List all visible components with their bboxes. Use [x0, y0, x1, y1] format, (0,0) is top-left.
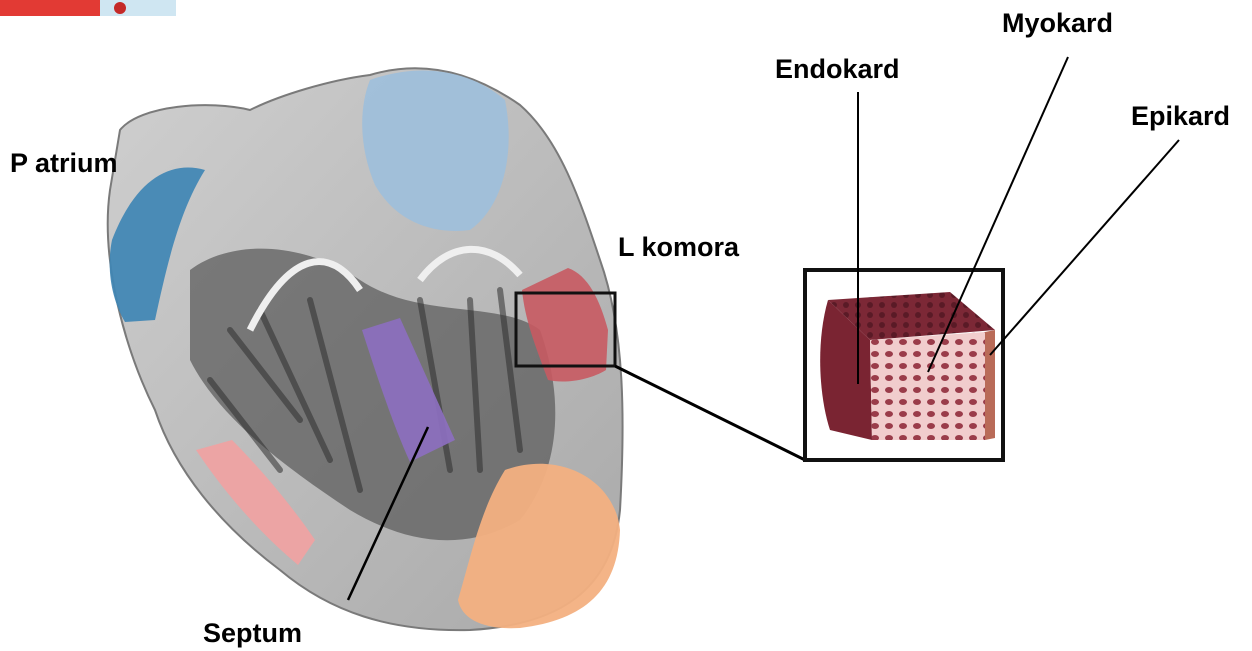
heart-illustration — [108, 68, 623, 630]
label-endokard: Endokard — [775, 56, 900, 83]
corner-photo-fragment — [0, 0, 176, 16]
label-p-atrium: P atrium — [10, 150, 118, 177]
tissue-epicardium-layer — [985, 330, 995, 440]
tissue-cross-section-inset — [805, 270, 1003, 460]
zoom-connector-line — [615, 366, 805, 460]
tissue-myocardium-face — [870, 332, 985, 440]
label-l-komora: L komora — [618, 234, 739, 261]
label-septum: Septum — [203, 620, 302, 647]
epikard-leader-line — [990, 140, 1179, 355]
label-myokard: Myokard — [1002, 10, 1113, 37]
label-epikard: Epikard — [1131, 103, 1230, 130]
